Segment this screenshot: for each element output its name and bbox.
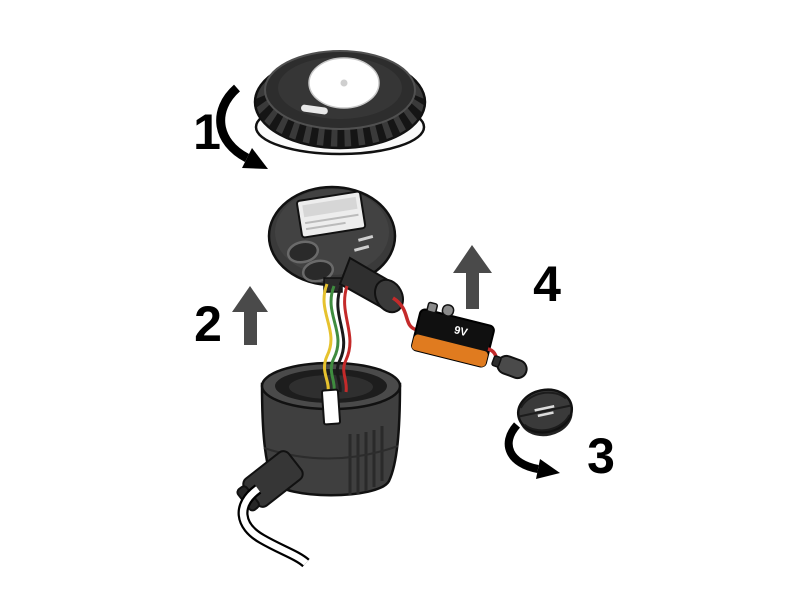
wire-connector: [320, 388, 342, 426]
timer-outlet: [338, 256, 404, 314]
step1-curved-arrow-icon: [216, 84, 268, 169]
battery-cap-text-mark-2: [537, 411, 554, 418]
cap-logo-mark: [301, 104, 328, 115]
step4-up-arrow-icon: [453, 245, 492, 309]
timer-button-1: [286, 240, 320, 264]
step2-up-arrow-icon: [232, 286, 268, 345]
timer-button-2: [301, 259, 335, 283]
battery-snap-connector: [491, 354, 528, 380]
step-1-number: 1: [193, 104, 221, 160]
cap-knurl-ring: [256, 90, 424, 148]
wire-green: [329, 285, 340, 393]
battery-cap: [516, 388, 574, 437]
step3-curved-arrow-icon: [504, 422, 560, 479]
battery-cap-text-mark-1: [534, 405, 555, 412]
housing-opening-floor: [289, 375, 373, 399]
step-4-number: 4: [533, 256, 561, 312]
timer-label-mark-1: [357, 234, 374, 242]
battery-terminal-large: [441, 304, 455, 317]
step-2-number: 2: [194, 296, 222, 352]
wire-black: [335, 285, 346, 393]
battery-terminal-small: [426, 301, 439, 314]
wire-red-strand: [342, 285, 352, 393]
wire-harness: [322, 283, 352, 393]
battery-lead-wire: [391, 296, 418, 332]
housing-ribs: [348, 426, 384, 495]
housing: [236, 361, 402, 568]
timer-unit: [267, 185, 404, 314]
battery-orange-band: [411, 334, 488, 367]
step-3-number: 3: [587, 428, 615, 484]
battery-label: 9V: [453, 324, 470, 339]
cap-dial-dot: [340, 79, 348, 87]
battery: 9V: [411, 301, 495, 368]
timer-lcd: [296, 190, 367, 239]
sensor-cable: [237, 484, 310, 568]
timer-label-mark-2: [353, 244, 370, 252]
wire-yellow: [322, 283, 333, 393]
timer-cap: [253, 50, 427, 156]
